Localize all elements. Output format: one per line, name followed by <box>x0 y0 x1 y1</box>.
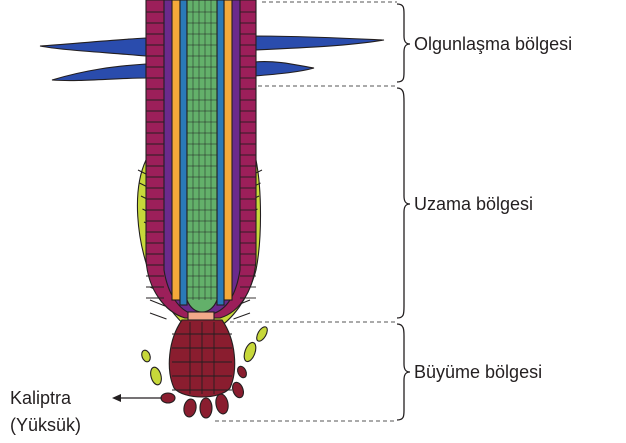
loose-cap-cell <box>231 381 246 399</box>
loose-cap-cell <box>242 341 258 363</box>
xylem-right <box>217 0 224 305</box>
brace-maturation <box>397 4 410 82</box>
label-maturation-zone: Olgunlaşma bölgesi <box>414 34 572 54</box>
cap-cell-wall <box>150 313 167 319</box>
loose-cap-cell <box>161 393 175 403</box>
cap-cell-wall <box>234 313 251 319</box>
label-root-cap: Kaliptra <box>10 388 72 408</box>
quiescent-center <box>188 312 214 320</box>
zone-braces <box>397 4 410 420</box>
root-hair <box>40 38 146 56</box>
root-hair <box>52 64 146 81</box>
root-body <box>146 0 256 320</box>
loose-cap-cell <box>183 398 198 418</box>
pericycle-right <box>224 0 232 300</box>
root-cap-arrow <box>112 394 162 402</box>
loose-cap-cell <box>214 393 229 415</box>
loose-cap-cell <box>200 398 212 418</box>
brace-growth <box>397 324 410 420</box>
label-growth-zone: Büyüme bölgesi <box>414 362 542 382</box>
root-hair <box>254 36 384 50</box>
loose-cap-cell <box>236 365 248 379</box>
loose-cap-cell <box>255 325 270 343</box>
meristem <box>169 320 234 397</box>
brace-elongation <box>397 88 410 318</box>
label-elongation-zone: Uzama bölgesi <box>414 194 533 214</box>
xylem-left <box>180 0 187 305</box>
root-hair <box>254 62 314 76</box>
loose-cap-cell <box>149 366 163 386</box>
label-root-cap-sub: (Yüksük) <box>10 415 81 435</box>
loose-cap-cell <box>140 349 152 363</box>
pericycle-left <box>172 0 180 300</box>
